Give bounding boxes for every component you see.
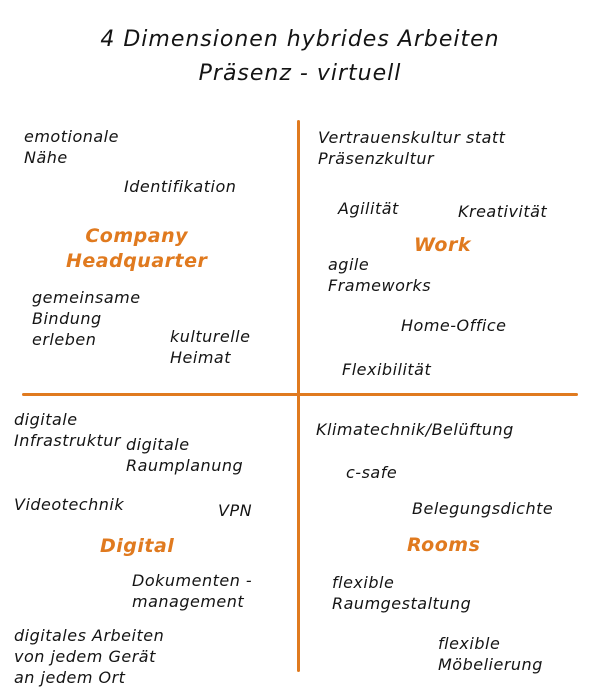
diagram-subtitle: Präsenz - virtuell [198, 61, 402, 86]
term-agilitaet: Agilität [338, 199, 399, 218]
term-vpn: VPN [218, 501, 253, 520]
term-dokumentenmanagement: Dokumenten - management [132, 571, 253, 611]
term-klimatechnik: Klimatechnik/Belüftung [316, 420, 514, 439]
term-emotionale-naehe: emotionale Nähe [24, 127, 119, 167]
term-flexible-moebelierung: flexible Möbelierung [438, 634, 543, 674]
quadrant-heading-work: Work [414, 234, 471, 256]
term-kreativitaet: Kreativität [458, 202, 548, 221]
term-digitales-arbeiten: digitales Arbeiten von jedem Gerät an je… [14, 626, 165, 687]
horizontal-divider [22, 393, 578, 396]
term-digitale-raumplanung: digitale Raumplanung [126, 435, 244, 475]
term-kulturelle-heimat: kulturelle Heimat [170, 327, 251, 367]
term-vertrauenskultur: Vertrauenskultur statt Präsenzkultur [318, 128, 506, 168]
term-agile-frameworks: agile Frameworks [328, 255, 432, 295]
diagram-title: 4 Dimensionen hybrides Arbeiten [100, 27, 500, 52]
term-flexible-raumgestaltung: flexible Raumgestaltung [332, 573, 472, 613]
term-home-office: Home-Office [401, 316, 507, 335]
term-digitale-infrastruktur: digitale Infrastruktur [14, 410, 121, 450]
term-identifikation: Identifikation [124, 177, 237, 196]
quadrant-heading-headquarter: Company Headquarter [66, 225, 208, 272]
term-gemeinsame-bindung: gemeinsame Bindung erleben [32, 288, 141, 349]
term-c-safe: c-safe [346, 463, 398, 482]
quadrant-heading-rooms: Rooms [407, 534, 481, 556]
term-belegungsdichte: Belegungsdichte [412, 499, 554, 518]
term-flexibilitaet: Flexibilität [342, 360, 432, 379]
quadrant-heading-digital: Digital [100, 535, 175, 557]
vertical-divider [297, 120, 300, 672]
term-videotechnik: Videotechnik [14, 495, 125, 514]
